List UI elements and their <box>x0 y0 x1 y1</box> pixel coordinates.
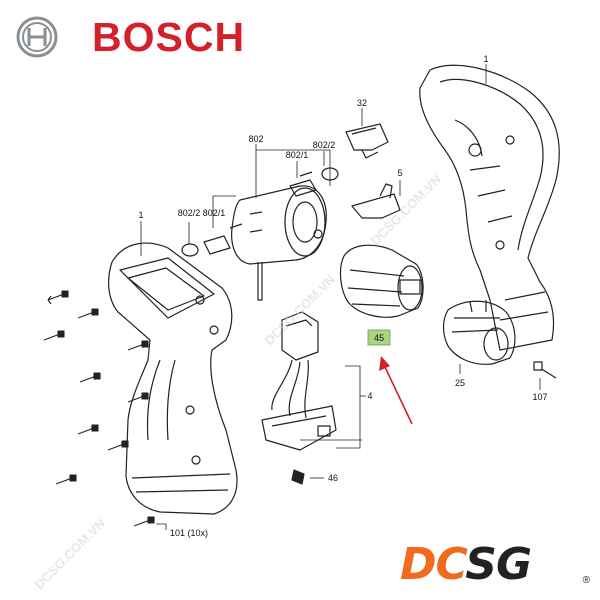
chuck-25 <box>442 300 516 365</box>
label-5: 5 <box>397 168 402 178</box>
housing-left-half <box>108 242 238 515</box>
watermark-3: DCSG.COM.VN <box>32 516 108 592</box>
watermark-1: DCSG.COM.VN <box>368 172 444 248</box>
watermark-2: DCSG.COM.VN <box>262 272 338 348</box>
gearbox-45 <box>339 244 424 318</box>
label-107: 107 <box>532 392 547 402</box>
label-46: 46 <box>328 473 338 483</box>
label-25: 25 <box>455 378 465 388</box>
dealer-logo-part2: SG <box>465 539 532 590</box>
dealer-logo: DCSG ® <box>400 542 590 588</box>
label-802: 802 <box>248 134 263 144</box>
motor-802 <box>231 185 327 301</box>
part-5 <box>351 183 401 219</box>
label-802-2-top: 802/2 <box>313 140 336 150</box>
label-802-1-top: 802/1 <box>286 150 309 160</box>
part-labels: 1 1 32 802 802/1 802/2 802/1 802/2 5 4 2… <box>138 54 547 538</box>
brand-name: BOSCH <box>92 14 246 60</box>
dealer-logo-part1: DC <box>400 539 466 590</box>
highlight-45-label: 45 <box>374 333 384 343</box>
label-802-2-left: 802/2 <box>178 208 201 218</box>
part-46 <box>291 469 305 485</box>
label-32: 32 <box>357 98 367 108</box>
label-4: 4 <box>367 391 372 401</box>
housing-right-half <box>419 64 560 351</box>
screws-101 <box>43 290 155 527</box>
part-32 <box>345 123 389 159</box>
highlight-45: 45 <box>367 329 413 425</box>
watermarks: DCSG.COM.VN DCSG.COM.VN DCSG.COM.VN <box>32 172 444 592</box>
label-101: 101 (10x) <box>170 528 208 538</box>
label-802-1-left: 802/1 <box>203 208 226 218</box>
label-1-right: 1 <box>483 54 488 64</box>
screw-107 <box>533 361 557 379</box>
label-1-left: 1 <box>138 210 143 220</box>
bosch-armature-logo-icon <box>16 16 58 58</box>
registered-mark: ® <box>582 575 590 586</box>
